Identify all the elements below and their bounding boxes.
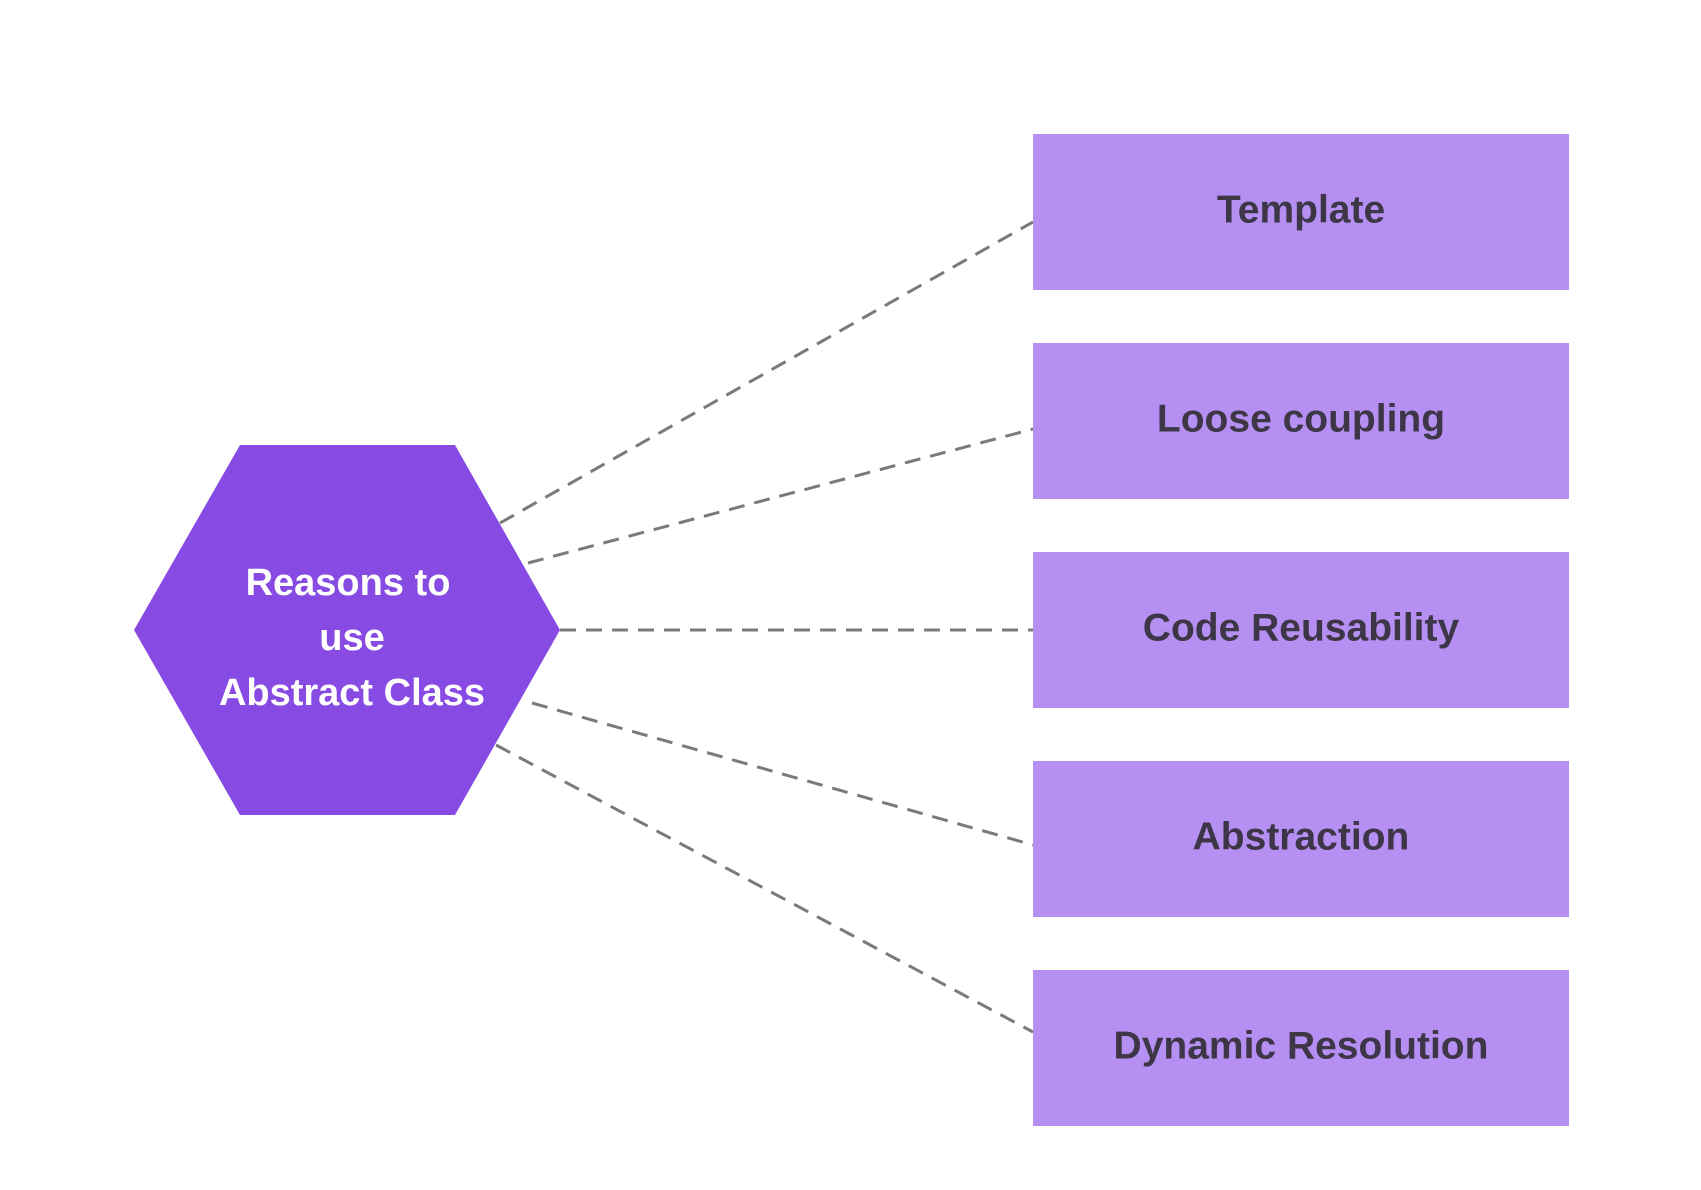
reason-box (1033, 134, 1569, 290)
reason-label-loose-coupling: Loose coupling (1157, 397, 1445, 440)
hub-label-line-2: use (319, 617, 384, 659)
connector-abstraction (531, 701, 1034, 847)
reason-node-code-reusability: Code Reusability (1033, 552, 1569, 708)
reason-box (1033, 970, 1569, 1126)
reason-node-dynamic-resolution: Dynamic Resolution (1033, 970, 1569, 1126)
connector-dynamic-resolution (495, 743, 1034, 1034)
reason-label-abstraction: Abstraction (1193, 815, 1410, 858)
hub-label-line-3: Abstract Class (219, 672, 485, 714)
reason-label-dynamic-resolution: Dynamic Resolution (1114, 1024, 1489, 1067)
connectors (495, 220, 1034, 1034)
hub-label-line-1: Reasons to (246, 562, 451, 604)
reason-label-template: Template (1217, 188, 1385, 231)
reason-box (1033, 343, 1569, 499)
reason-label-code-reusability: Code Reusability (1143, 606, 1460, 649)
connector-loose-coupling (527, 427, 1034, 565)
hub-node: Reasons to use Abstract Class (134, 445, 560, 815)
reason-box (1033, 552, 1569, 708)
hub-hexagon (134, 445, 560, 815)
reason-node-loose-coupling: Loose coupling (1033, 343, 1569, 499)
reason-node-abstraction: Abstraction (1033, 761, 1569, 917)
reason-node-template: Template (1033, 134, 1569, 290)
connector-template (499, 220, 1034, 525)
reason-box (1033, 761, 1569, 917)
